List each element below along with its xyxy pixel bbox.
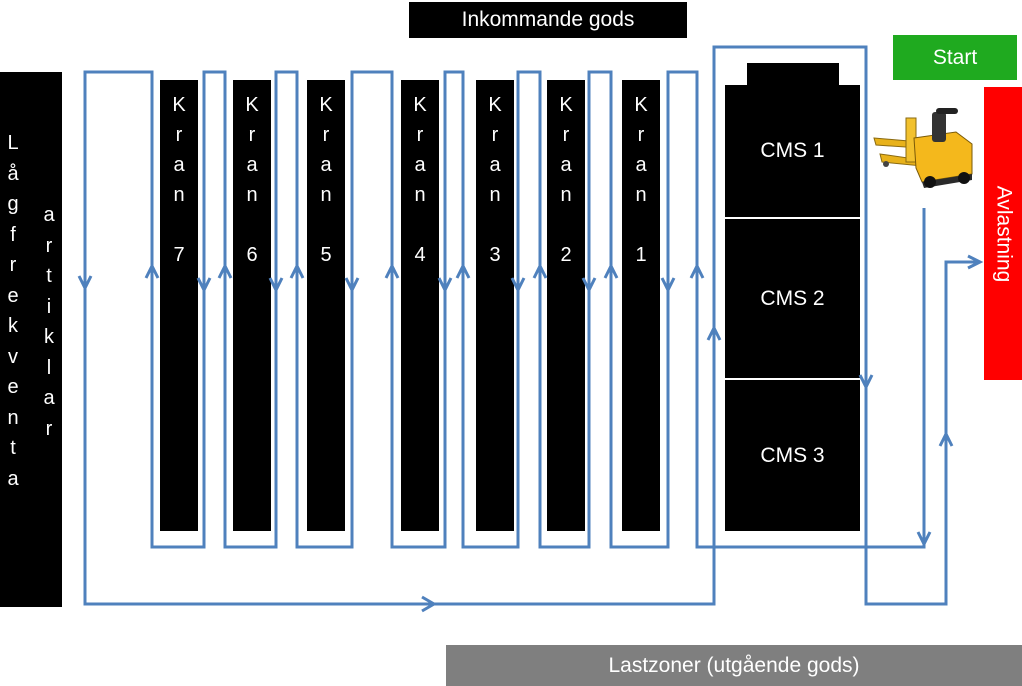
arrow-down-kran2 — [581, 277, 597, 294]
cms-3-label: CMS 3 — [760, 443, 825, 467]
arrow-up-kran6 — [217, 262, 233, 279]
arrow-up-cms-lower — [706, 324, 722, 341]
cms-1: CMS 1 — [725, 85, 860, 217]
start-box: Start — [893, 35, 1017, 80]
cms-3: CMS 3 — [725, 380, 860, 531]
crane-2-number: 2 — [560, 244, 572, 266]
return-route-bottom — [864, 385, 948, 606]
crane-4-number: 4 — [414, 244, 426, 266]
start-text: Start — [932, 45, 978, 69]
arrow-up-kran4 — [384, 262, 400, 279]
crane-6-number: 6 — [246, 244, 258, 266]
arrow-down-kran3 — [510, 277, 526, 294]
arrow-down-kran6 — [268, 277, 284, 294]
arrow-up-return — [938, 430, 954, 447]
cms-1-label: CMS 1 — [760, 139, 825, 162]
cms-2: CMS 2 — [725, 219, 860, 378]
incoming-goods-text: Inkommande gods — [461, 8, 635, 31]
crane-1-number: 1 — [635, 244, 647, 266]
unloading-box: Avlastning — [984, 87, 1022, 380]
arrow-down-kran5 — [344, 277, 360, 294]
arrow-down-cms-right — [858, 374, 874, 391]
cms-top-tab — [747, 63, 839, 86]
cms-2-label: CMS 2 — [760, 286, 825, 310]
arrow-right-unloading — [967, 254, 984, 270]
return-route-top — [697, 208, 926, 549]
pallet-truck-icon — [873, 108, 973, 188]
loading-zones-box: Lastzoner (utgående gods) — [446, 645, 1022, 686]
incoming-goods-label: Inkommande gods — [409, 2, 687, 38]
flow-path — [83, 45, 980, 606]
crane-7-number: 7 — [173, 244, 185, 266]
arrow-up-kran5 — [289, 262, 305, 279]
flow-arrowheads — [77, 254, 984, 613]
arrow-right-bottom — [421, 595, 437, 613]
arrow-down-left-loop — [77, 275, 93, 292]
to-unloading — [944, 260, 980, 433]
arrow-down-kran1 — [660, 277, 676, 294]
crane-3-number: 3 — [489, 244, 501, 266]
serpentine-route — [83, 45, 868, 606]
arrow-down-kran4 — [437, 277, 453, 294]
cms-stack: CMS 1 CMS 2 CMS 3 — [725, 85, 860, 531]
loading-zones-text: Lastzoner (utgående gods) — [608, 653, 860, 677]
arrow-up-kran3 — [455, 262, 471, 279]
arrow-up-kran2 — [532, 262, 548, 279]
arrow-up-cms-left — [689, 262, 705, 279]
crane-5-number: 5 — [320, 244, 332, 266]
arrow-up-kran7 — [144, 262, 160, 279]
arrow-down-forklift — [916, 531, 932, 548]
arrow-down-kran7 — [196, 277, 212, 294]
arrow-up-kran1 — [603, 262, 619, 279]
